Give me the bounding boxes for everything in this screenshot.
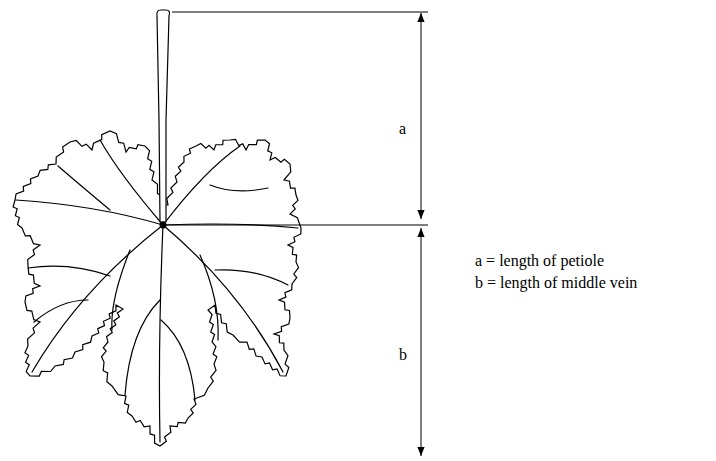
leaf-blade	[13, 131, 301, 446]
vein	[215, 270, 288, 285]
vein	[100, 140, 163, 225]
vein	[58, 166, 110, 210]
legend-note: a = length of petiole	[475, 252, 604, 270]
middle-vein	[159, 225, 163, 442]
vein	[163, 225, 283, 372]
leaf-veins	[16, 140, 298, 442]
vein	[125, 300, 160, 395]
petiole	[157, 10, 170, 222]
vein	[163, 146, 240, 225]
vein	[16, 200, 163, 225]
dimension-arrow	[421, 13, 422, 219]
dimension-arrow	[421, 228, 422, 456]
vein	[200, 255, 218, 340]
vein	[32, 225, 163, 372]
vein	[28, 266, 110, 276]
vein	[161, 320, 195, 400]
vein	[112, 250, 130, 330]
extension-line	[166, 225, 428, 226]
legend-note: b = length of middle vein	[475, 274, 637, 292]
vein	[210, 185, 268, 191]
petiole-junction	[160, 222, 167, 229]
extension-line	[172, 12, 428, 13]
vein	[34, 300, 88, 322]
dimension-label: a	[399, 120, 406, 138]
dimension-label: b	[399, 346, 407, 364]
